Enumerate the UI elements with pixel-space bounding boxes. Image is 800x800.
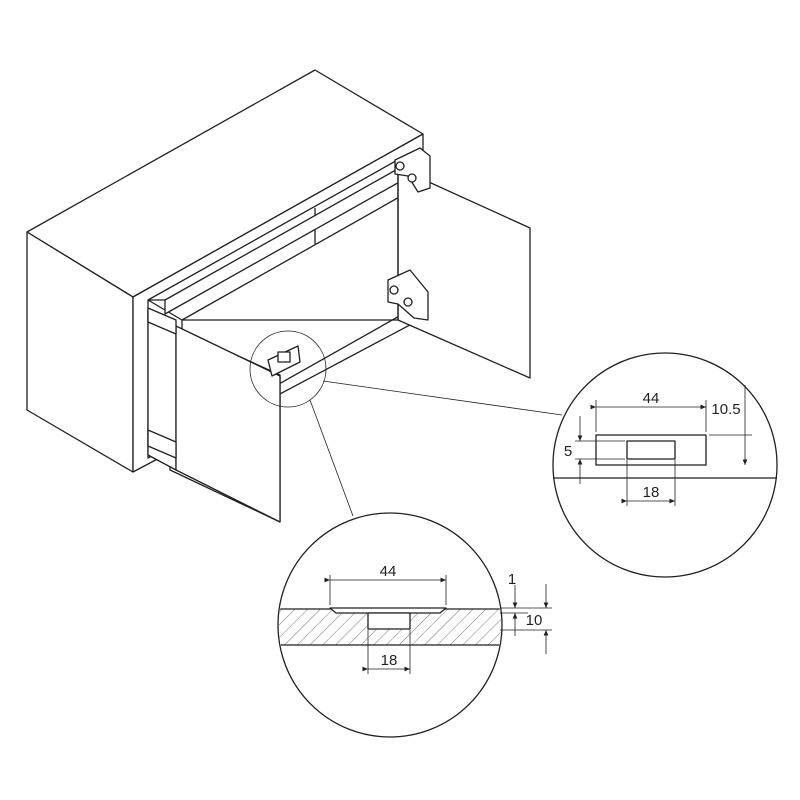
- dim-s44-label: 44: [380, 563, 397, 580]
- dim-105-label: 10.5: [711, 401, 740, 418]
- leader-section-view: [309, 399, 354, 517]
- latch-slot: [277, 351, 291, 363]
- dim-s1-label: 1: [508, 571, 516, 588]
- latch-flange: [329, 607, 447, 614]
- lower-hinge: [387, 269, 429, 321]
- dim-44-label: 44: [643, 390, 660, 407]
- left-upper-hinge: [147, 307, 177, 335]
- upper-hinge: [394, 147, 431, 193]
- cabinet: [26, 69, 531, 523]
- detail-section-view: 44 18 1 10: [277, 512, 552, 738]
- zoom-circle: [249, 330, 327, 408]
- latch-slot-opening: [626, 440, 676, 460]
- dim-5-label: 5: [564, 443, 572, 460]
- leader-top-view: [322, 380, 563, 416]
- dim-s10-label: 10: [526, 612, 543, 629]
- dim-s18-label: 18: [381, 652, 398, 669]
- right-door: [397, 167, 531, 379]
- left-door-face: [175, 325, 281, 523]
- dim-18-label: 18: [643, 484, 660, 501]
- left-lower-hinge: [147, 429, 177, 459]
- latch-body: [367, 612, 411, 630]
- detail-top-view: 44 10.5 5 18: [552, 352, 778, 578]
